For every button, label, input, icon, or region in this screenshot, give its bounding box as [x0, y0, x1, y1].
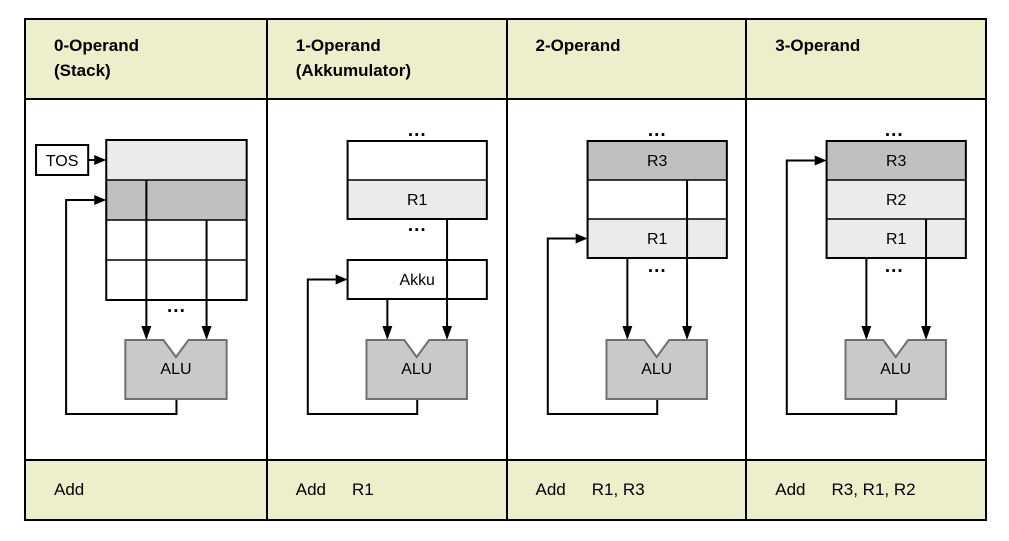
register-cell-r1	[587, 219, 727, 258]
stack-architecture-diagram: ... TOS ALU	[35, 139, 248, 415]
instruction-operands: R1, R3	[591, 480, 645, 499]
arrowhead-right-icon	[94, 195, 107, 205]
register-cell-r2	[826, 180, 967, 219]
ellipsis-above-registers: ...	[408, 120, 427, 141]
instruction-cell-2-operand: Add R1, R3	[505, 459, 746, 519]
register-cell-r1	[826, 219, 967, 258]
diagram-cell-stack: ... TOS ALU	[26, 100, 266, 459]
arrowhead-down-icon	[201, 326, 212, 340]
register-label-r1: R1	[647, 231, 667, 248]
alu-label: ALU	[401, 361, 432, 378]
arrowhead-down-icon	[141, 326, 152, 340]
header-line1: 2-Operand	[535, 36, 621, 55]
instruction-cell-stack: Add	[26, 459, 266, 519]
instruction-cell-3-operand: Add R3, R1, R2	[745, 459, 985, 519]
alu-label: ALU	[881, 361, 912, 378]
accumulator-architecture-diagram: ... R1 ... Akku	[306, 120, 488, 415]
register-cell-r1	[347, 180, 487, 219]
header-line2: (Stack)	[54, 60, 111, 80]
instruction-mnemonic: Add	[295, 480, 326, 499]
arrowhead-right-icon	[575, 233, 588, 244]
operand-line-left	[141, 180, 152, 340]
akku-label: Akku	[399, 272, 434, 289]
operand-architecture-table: 0-Operand (Stack) 1-Operand (Akkumulator…	[24, 18, 987, 521]
ellipsis-below-registers: ...	[647, 256, 666, 277]
two-operand-architecture-diagram: ... R3 R1 ...	[546, 120, 728, 415]
alu-box	[124, 339, 228, 400]
instruction-mnemonic: Add	[535, 480, 566, 499]
register-cell-r3	[587, 141, 727, 180]
ellipsis-above-registers: ...	[647, 120, 666, 141]
register-cell-empty	[587, 180, 727, 219]
operand-line-left	[382, 299, 393, 340]
feedback-loop	[786, 155, 898, 415]
tos-pointer: TOS	[35, 144, 107, 176]
register-stack	[105, 139, 248, 301]
operand-line-left	[621, 258, 632, 340]
instruction-mnemonic: Add	[775, 480, 806, 499]
header-line1: 1-Operand	[295, 36, 381, 55]
stack-cell-second	[106, 180, 247, 220]
header-1-operand: 1-Operand (Akkumulator)	[265, 20, 506, 100]
header-line1: 0-Operand	[54, 36, 140, 55]
register-label-r3: R3	[886, 153, 906, 170]
register-cell-empty	[347, 141, 487, 180]
operand-line-right	[441, 219, 452, 340]
ellipsis-above-registers: ...	[885, 120, 904, 141]
header-line1: 3-Operand	[775, 36, 861, 55]
arrowhead-down-icon	[441, 326, 452, 340]
stack-cell-third	[106, 220, 247, 260]
instruction-operands: R3, R1, R2	[831, 480, 916, 499]
instruction-operands: R1	[352, 480, 374, 499]
header-2-operand: 2-Operand	[505, 20, 746, 100]
ellipsis-below-stack: ...	[167, 296, 186, 317]
alu-box	[844, 339, 948, 400]
operand-line-left	[861, 258, 872, 340]
header-0-operand: 0-Operand (Stack)	[26, 20, 266, 100]
instruction-mnemonic: Add	[54, 480, 85, 499]
operand-line-right	[921, 219, 932, 340]
register-file: R3 R1	[586, 140, 728, 259]
stack-cell-top	[106, 140, 247, 180]
arrowhead-down-icon	[861, 326, 872, 340]
ellipsis-below-registers: ...	[885, 256, 904, 277]
alu-label: ALU	[641, 361, 672, 378]
ellipsis-below-registers: ...	[408, 215, 427, 236]
akku-box	[346, 259, 488, 300]
register-label-r1: R1	[886, 231, 906, 248]
operand-line-right	[681, 180, 692, 340]
alu-box	[604, 339, 708, 400]
diagram-cell-2-operand: ... R3 R1 ...	[505, 100, 746, 459]
diagram-cell-3-operand: ... R3 R2 R1 ...	[745, 100, 985, 459]
stack-cell-fourth	[106, 260, 247, 300]
feedback-loop	[306, 274, 418, 415]
register-label-r1: R1	[407, 192, 427, 209]
register-label-r3: R3	[647, 153, 667, 170]
instruction-cell-akkumulator: Add R1	[265, 459, 506, 519]
three-operand-architecture-diagram: ... R3 R2 R1 ...	[786, 120, 968, 415]
arrowhead-down-icon	[382, 326, 393, 340]
alu-box	[365, 339, 468, 400]
arrowhead-right-icon	[814, 155, 827, 166]
register-file: R3 R2 R1	[825, 140, 968, 259]
feedback-loop	[65, 195, 178, 415]
arrowhead-down-icon	[621, 326, 632, 340]
alu-label: ALU	[160, 360, 191, 378]
diagram-cell-akkumulator: ... R1 ... Akku	[265, 100, 506, 459]
arrowhead-down-icon	[681, 326, 692, 340]
feedback-loop	[546, 233, 658, 415]
operand-line-right	[201, 220, 212, 340]
arrowhead-right-icon	[94, 155, 107, 165]
register-cell-r3	[826, 141, 967, 180]
header-3-operand: 3-Operand	[745, 20, 985, 100]
register-file: R1	[346, 140, 488, 220]
tos-box	[35, 144, 90, 176]
register-label-r2: R2	[886, 192, 906, 209]
header-line2: (Akkumulator)	[295, 60, 411, 80]
arrowhead-right-icon	[335, 274, 348, 285]
arrowhead-down-icon	[921, 326, 932, 340]
tos-label: TOS	[46, 152, 79, 170]
